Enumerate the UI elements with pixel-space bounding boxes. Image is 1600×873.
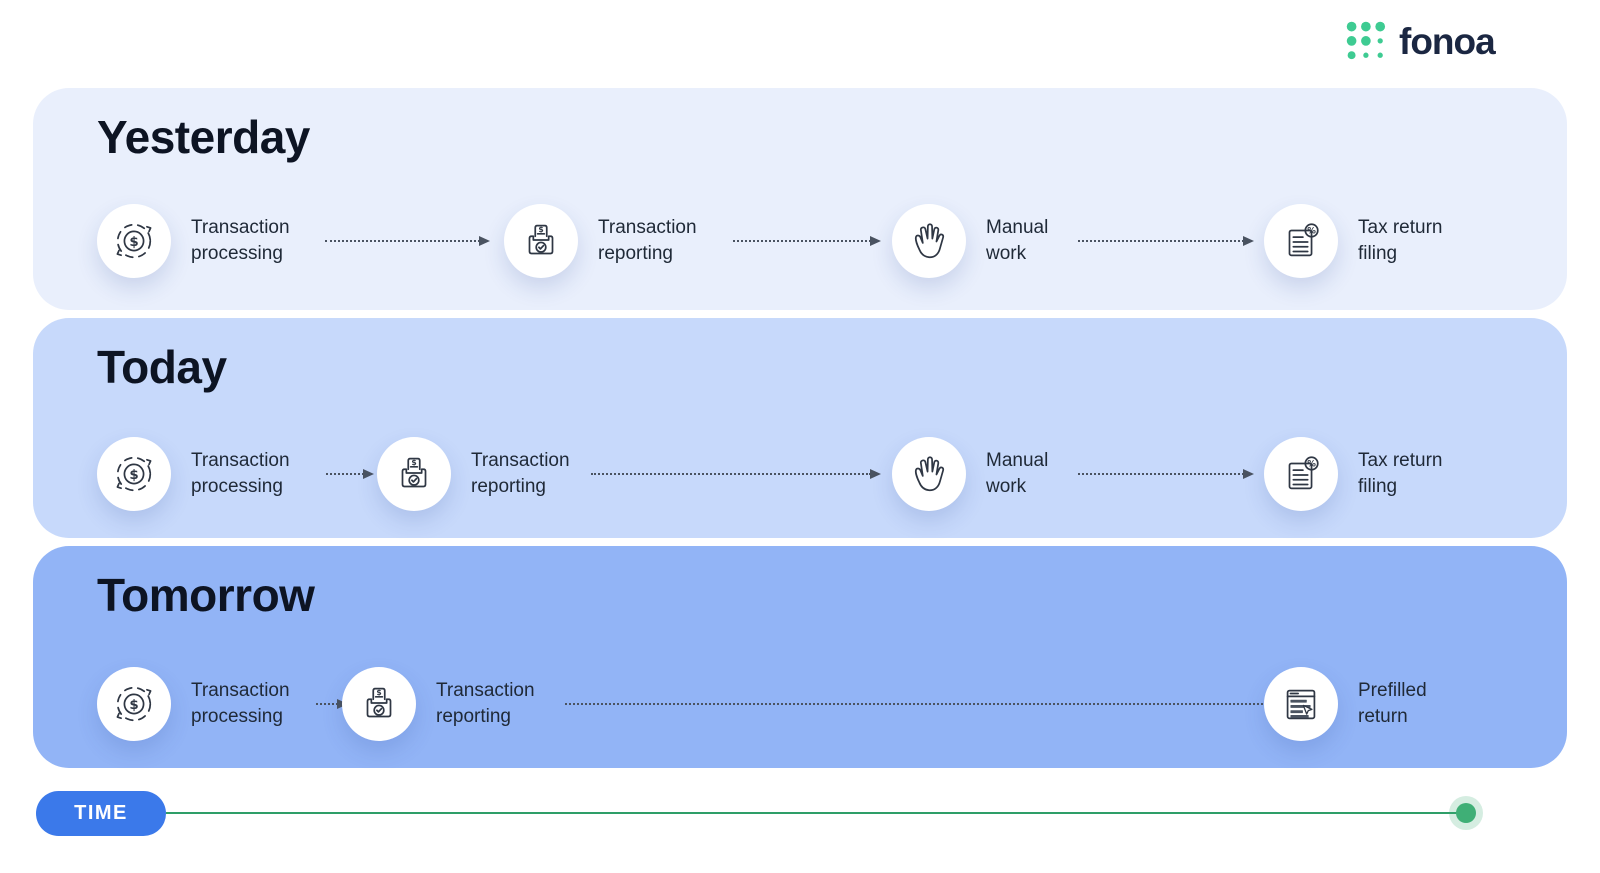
step-transaction-processing: Transaction processing: [97, 437, 290, 511]
manual-work-icon: [892, 204, 966, 278]
flow-arrow: [565, 699, 1281, 709]
transaction-processing-icon: [97, 667, 171, 741]
step-label: Manual work: [986, 449, 1049, 497]
band-title-today: Today: [97, 341, 227, 393]
step-tax-return-filing: Tax return filing: [1264, 204, 1442, 278]
step-transaction-processing: Transaction processing: [97, 667, 290, 741]
timeline-axis: [166, 812, 1458, 814]
step-transaction-reporting: Transaction reporting: [504, 204, 697, 278]
step-transaction-reporting: Transaction reporting: [342, 667, 535, 741]
timeline-end-dot: [1456, 803, 1476, 823]
transaction-reporting-icon: [377, 437, 451, 511]
fonoa-wordmark: fonoa: [1399, 21, 1496, 62]
band-title-tomorrow: Tomorrow: [97, 569, 315, 621]
step-label: Transaction processing: [191, 216, 290, 264]
flow-arrow: [1078, 469, 1254, 479]
tax-return-filing-icon: [1264, 204, 1338, 278]
step-prefilled-return: Prefilled return: [1264, 667, 1427, 741]
fonoa-logo: fonoa: [1345, 20, 1496, 64]
step-transaction-processing: Transaction processing: [97, 204, 290, 278]
prefilled-return-icon: [1264, 667, 1338, 741]
flow-arrow: [1078, 236, 1254, 246]
step-transaction-reporting: Transaction reporting: [377, 437, 570, 511]
transaction-processing-icon: [97, 204, 171, 278]
band-title-yesterday: Yesterday: [97, 111, 310, 163]
step-label: Transaction reporting: [436, 679, 535, 727]
transaction-reporting-icon: [342, 667, 416, 741]
time-label-pill: TIME: [36, 791, 166, 836]
step-manual-work: Manual work: [892, 437, 1048, 511]
step-label: Tax return filing: [1358, 216, 1443, 264]
step-label: Transaction processing: [191, 449, 290, 497]
step-label: Transaction processing: [191, 679, 290, 727]
transaction-reporting-icon: [504, 204, 578, 278]
transaction-processing-icon: [97, 437, 171, 511]
band-yesterday: Yesterday Transaction processing Transac…: [33, 88, 1567, 310]
step-manual-work: Manual work: [892, 204, 1048, 278]
band-tomorrow: Tomorrow Transaction processing Transact…: [33, 546, 1567, 768]
step-label: Prefilled return: [1358, 679, 1427, 727]
step-tax-return-filing: Tax return filing: [1264, 437, 1442, 511]
tax-return-filing-icon: [1264, 437, 1338, 511]
flow-arrow: [325, 236, 490, 246]
flow-arrow: [316, 699, 348, 709]
fonoa-dots-icon: [1346, 21, 1386, 60]
flow-arrow: [326, 469, 374, 479]
flow-arrow: [591, 469, 881, 479]
step-label: Tax return filing: [1358, 449, 1443, 497]
step-label: Manual work: [986, 216, 1049, 264]
step-label: Transaction reporting: [471, 449, 570, 497]
step-label: Transaction reporting: [598, 216, 697, 264]
band-today: Today Transaction processing Transaction…: [33, 318, 1567, 538]
flow-arrow: [733, 236, 881, 246]
manual-work-icon: [892, 437, 966, 511]
